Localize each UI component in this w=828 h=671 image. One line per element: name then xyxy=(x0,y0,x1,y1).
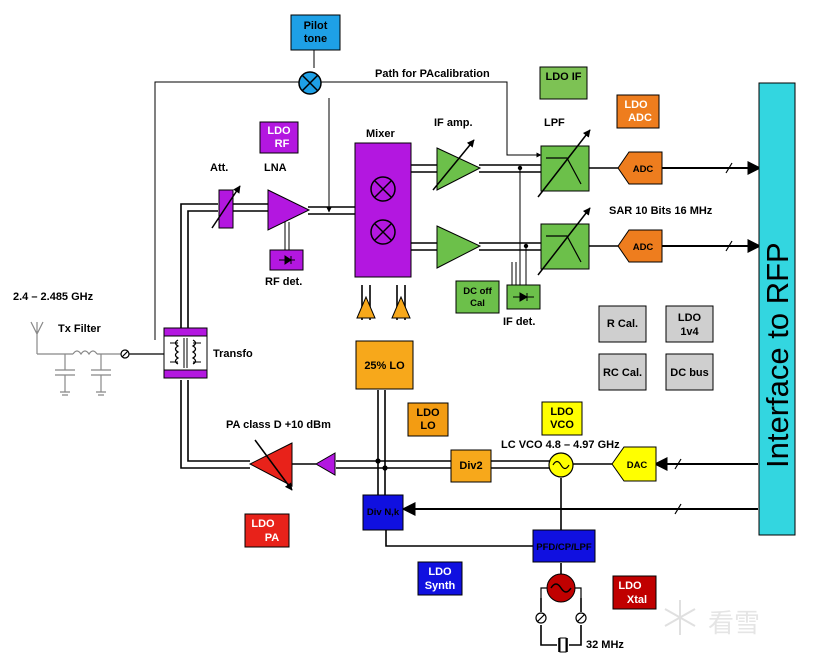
div2-label: Div2 xyxy=(459,460,482,472)
lpf-q xyxy=(537,207,591,276)
lo-25-block: 25% LO xyxy=(355,340,414,390)
pa-label: PA class D +10 dBm xyxy=(226,419,331,431)
lo-buffers xyxy=(356,295,411,319)
sar-label: SAR 10 Bits 16 MHz xyxy=(609,205,713,217)
adc-q: ADC xyxy=(617,229,663,263)
rf-det-block xyxy=(269,249,304,271)
ldo-adc-label-2: ADC xyxy=(628,112,652,124)
ldo-xtal-label-2: Xtal xyxy=(627,594,647,606)
if-det-block xyxy=(506,284,541,310)
ldo-lo-label-2: LO xyxy=(420,420,436,432)
interface-bar: Interface to RFP xyxy=(758,82,796,536)
ldo-rf-block: LDO RF xyxy=(259,121,299,154)
attenuator xyxy=(211,185,241,229)
lo-25-label: 25% LO xyxy=(364,360,405,372)
antenna-icon xyxy=(30,321,121,396)
path-cal-label: Path for PAcalibration xyxy=(375,68,490,80)
input-arrows xyxy=(401,457,758,516)
pilot-mixer-icon xyxy=(298,71,322,95)
mixer-block xyxy=(354,142,412,278)
vco-label: LC VCO 4.8 – 4.97 GHz xyxy=(501,439,620,451)
dc-off-cal-label-2: Cal xyxy=(470,298,485,309)
rf-det-wires xyxy=(284,222,290,250)
watermark-snowflake-icon xyxy=(664,600,696,635)
if-amp-q xyxy=(436,225,482,269)
transfo-label: Transfo xyxy=(213,348,253,360)
if-amp-label: IF amp. xyxy=(434,117,473,129)
ldo-synth-label-1: LDO xyxy=(428,566,452,578)
dc-bus-label: DC bus xyxy=(670,367,709,379)
signal-wires xyxy=(180,164,618,652)
adc-q-label: ADC xyxy=(633,242,654,253)
lna-amplifier xyxy=(267,189,311,231)
lpf-i xyxy=(537,129,591,198)
pilot-label-1: Pilot xyxy=(304,20,328,32)
freq-band-label: 2.4 – 2.485 GHz xyxy=(13,291,94,303)
vco-block xyxy=(548,452,574,478)
rc-cal-label: RC Cal. xyxy=(603,367,642,379)
div2-block: Div2 xyxy=(450,449,492,483)
transformer xyxy=(163,327,208,379)
ldo-if-block: LDO IF xyxy=(539,66,588,100)
ldo-pa-block: LDO PA xyxy=(244,513,290,548)
xtal-freq-label: 32 MHz xyxy=(586,639,624,651)
dac-label: DAC xyxy=(627,460,648,471)
if-det-label: IF det. xyxy=(503,316,535,328)
interface-label: Interface to RFP xyxy=(760,242,795,468)
ldo-lo-label-1: LDO xyxy=(416,407,440,419)
lpf-label: LPF xyxy=(544,117,565,129)
pa-amplifier xyxy=(248,439,293,491)
tx-filter-label: Tx Filter xyxy=(58,323,102,335)
div-nk-block: Div N,k xyxy=(362,494,404,531)
ldo-1v4-block: LDO 1v4 xyxy=(665,305,714,343)
xtal-pins xyxy=(535,612,587,624)
ldo-vco-label-1: LDO xyxy=(550,406,574,418)
ldo-lo-block: LDO LO xyxy=(407,402,449,437)
pfd-label: PFD/CP/LPF xyxy=(536,542,592,553)
rf-det-label: RF det. xyxy=(265,276,302,288)
if-amp-i xyxy=(432,139,482,191)
ldo-rf-label-2: RF xyxy=(275,138,290,150)
dac-block: DAC xyxy=(611,446,657,482)
dc-bus-block: DC bus xyxy=(665,353,714,391)
tx-filter-port-icon xyxy=(120,349,164,359)
ldo-vco-label-2: VCO xyxy=(550,419,574,431)
adc-i-label: ADC xyxy=(633,164,654,175)
ldo-vco-block: LDO VCO xyxy=(541,401,583,436)
xtal-osc xyxy=(540,573,582,603)
ldo-1v4-label-1: LDO xyxy=(678,312,702,324)
pa-driver xyxy=(315,452,336,476)
ldo-synth-block: LDO Synth xyxy=(417,561,463,596)
pfd-block: PFD/CP/LPF xyxy=(532,529,596,563)
att-label: Att. xyxy=(210,162,228,174)
adc-i: ADC xyxy=(617,151,663,185)
div-nk-label: Div N,k xyxy=(367,507,400,518)
ldo-1v4-label-2: 1v4 xyxy=(680,326,699,338)
ldo-adc-label-1: LDO xyxy=(624,99,648,111)
junction-dots xyxy=(375,165,529,471)
rc-cal-block: RC Cal. xyxy=(598,353,647,391)
pilot-tone-block: Pilot tone xyxy=(290,14,341,51)
watermark-text: 看雪 xyxy=(708,609,760,639)
lna-label: LNA xyxy=(264,162,287,174)
ldo-xtal-block: LDO Xtal xyxy=(612,575,657,610)
crystal-icon xyxy=(559,637,567,653)
mixer-label: Mixer xyxy=(366,128,395,140)
ldo-adc-block: LDO ADC xyxy=(616,94,660,129)
ldo-xtal-label-1: LDO xyxy=(618,580,642,592)
ldo-if-label: LDO IF xyxy=(545,71,581,83)
dc-off-cal-block: DC off Cal xyxy=(455,280,500,314)
ldo-pa-label-2: PA xyxy=(265,532,280,544)
bus-slashes xyxy=(674,162,733,515)
r-cal-label: R Cal. xyxy=(607,318,638,330)
ldo-synth-label-2: Synth xyxy=(425,580,456,592)
pilot-label-2: tone xyxy=(304,33,327,45)
ldo-rf-label-1: LDO xyxy=(267,125,291,137)
r-cal-block: R Cal. xyxy=(598,305,647,343)
dc-off-cal-label-1: DC off xyxy=(463,286,492,297)
ldo-pa-label-1: LDO xyxy=(251,518,275,530)
adc-output-arrows xyxy=(662,161,762,253)
